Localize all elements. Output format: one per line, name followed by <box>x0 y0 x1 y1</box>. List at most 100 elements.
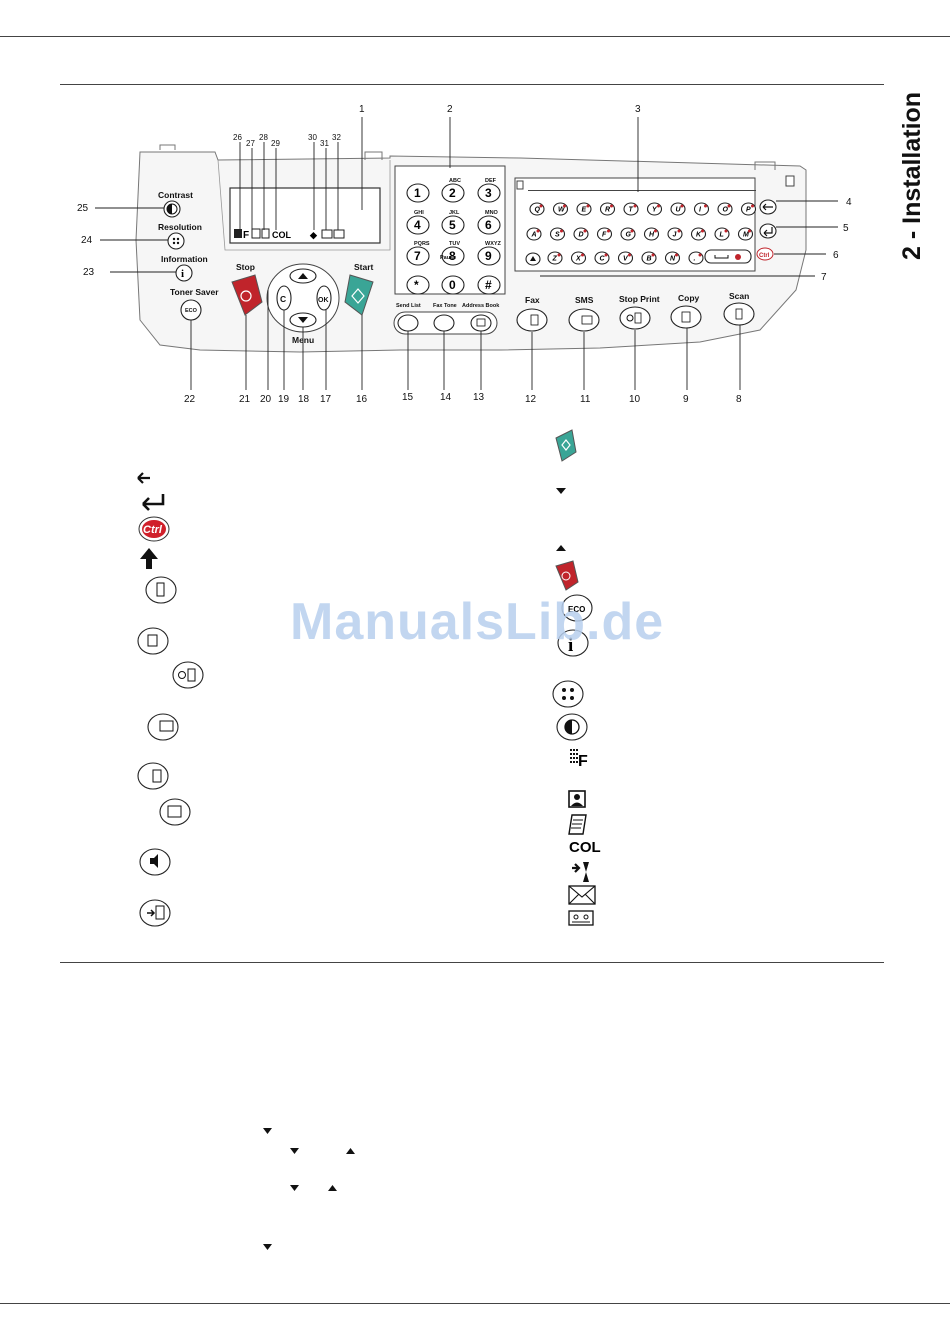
svg-text:F: F <box>578 753 588 770</box>
svg-text:Address Book: Address Book <box>462 303 500 309</box>
kbd-key-o[interactable]: O <box>717 202 733 216</box>
svg-text:B: B <box>647 256 652 263</box>
svg-text:ABC: ABC <box>449 178 461 184</box>
svg-text:MNO: MNO <box>485 210 499 216</box>
svg-text:GHI: GHI <box>414 210 424 216</box>
backspace-icon <box>137 472 150 484</box>
svg-text:DEF: DEF <box>485 178 497 184</box>
kbd-key-s[interactable]: S <box>549 227 566 241</box>
lcd-col: COL <box>272 230 292 240</box>
information-button[interactable] <box>175 264 193 282</box>
enter-key[interactable] <box>759 223 777 239</box>
keypad-key-0[interactable]: 0 <box>441 275 465 295</box>
contrast-label: Contrast <box>158 190 193 200</box>
callout-16: 16 <box>356 394 368 405</box>
kbd-key-z[interactable]: Z <box>547 251 563 265</box>
kbd-key-f[interactable]: F <box>596 227 613 241</box>
svg-text:6: 6 <box>485 218 492 232</box>
kbd-key-p[interactable]: P <box>740 202 757 216</box>
svg-text:#: # <box>485 278 492 292</box>
fax-tone-button[interactable] <box>433 314 455 332</box>
start-icon <box>555 429 577 462</box>
svg-text:8: 8 <box>449 249 456 263</box>
resolution-button[interactable] <box>167 232 185 250</box>
svg-text:Z: Z <box>552 256 558 263</box>
keypad-key-star[interactable]: * <box>406 275 430 295</box>
svg-text:A: A <box>531 232 537 239</box>
kbd-key-d[interactable]: D <box>573 227 589 241</box>
mail-icon <box>568 885 596 905</box>
kbd-key-r[interactable]: R <box>599 202 616 216</box>
svg-text:R: R <box>605 207 610 214</box>
callout-30: 30 <box>308 133 317 142</box>
svg-text:P: P <box>746 207 751 214</box>
kbd-key-t[interactable]: T <box>623 202 639 216</box>
kbd-key-m[interactable]: M <box>737 227 754 241</box>
photo-icon <box>568 790 586 808</box>
answering-machine-icon <box>568 910 594 926</box>
kbd-key-e[interactable]: E <box>576 202 592 216</box>
send-list-button[interactable] <box>397 314 419 332</box>
svg-text:S: S <box>555 232 560 239</box>
callout-5: 5 <box>843 223 849 234</box>
kbd-key-a[interactable]: A <box>526 227 542 241</box>
kbd-key-l[interactable]: L <box>714 227 730 241</box>
svg-text:◆: ◆ <box>309 230 318 240</box>
keypad-key-3[interactable]: 3 DEF <box>477 178 501 203</box>
svg-text:Copy: Copy <box>678 293 700 303</box>
kbd-key-i[interactable]: I <box>693 202 710 216</box>
callout-11: 11 <box>580 394 591 405</box>
callout-22: 22 <box>184 394 196 405</box>
kbd-key-w[interactable]: W <box>552 202 569 216</box>
up-arrow-icon <box>556 545 566 551</box>
kbd-key-dot[interactable]: . <box>688 251 704 265</box>
kbd-key-q[interactable]: Q <box>529 202 545 216</box>
keypad-key-1[interactable]: 1 <box>406 183 430 203</box>
line-icon <box>572 862 589 882</box>
keypad-key-hash[interactable]: # <box>477 275 501 295</box>
callout-14: 14 <box>440 392 452 403</box>
keypad-key-8[interactable]: 8 TUV <box>441 241 465 266</box>
ok-button[interactable] <box>316 285 332 311</box>
kbd-key-x[interactable]: X <box>570 251 587 265</box>
kbd-key-v[interactable]: V <box>617 251 634 265</box>
kbd-key-n[interactable]: N <box>664 251 681 265</box>
keypad-key-6[interactable]: 6 MNO <box>477 210 501 235</box>
svg-text:C: C <box>280 294 286 304</box>
kbd-key-u[interactable]: U <box>670 202 686 216</box>
kbd-key-g[interactable]: G <box>620 227 636 241</box>
bottom-arrows <box>263 1128 355 1250</box>
ctrl-key[interactable] <box>756 247 774 261</box>
svg-text:TUV: TUV <box>449 241 460 247</box>
svg-text:5: 5 <box>449 218 456 232</box>
callout-8: 8 <box>736 394 742 405</box>
callout-10: 10 <box>629 394 641 405</box>
callout-1: 1 <box>359 104 365 115</box>
fine-resolution-icon: F <box>570 749 588 770</box>
kbd-key-h[interactable]: H <box>643 227 660 241</box>
resolution-label: Resolution <box>158 222 202 232</box>
svg-text:1: 1 <box>414 186 421 200</box>
callout-25: 25 <box>77 203 89 214</box>
stop-button[interactable] <box>231 274 263 316</box>
kbd-key-c[interactable]: C <box>594 251 610 265</box>
color-mode-label: COL <box>569 839 601 856</box>
kbd-key-b[interactable]: B <box>641 251 657 265</box>
kbd-key-j[interactable]: J <box>667 227 683 241</box>
svg-text:X: X <box>575 256 582 263</box>
svg-text:Send List: Send List <box>396 303 421 309</box>
callout-32: 32 <box>332 133 341 142</box>
callout-17: 17 <box>320 394 332 405</box>
svg-text:Ctrl: Ctrl <box>759 253 770 259</box>
kbd-key-y[interactable]: Y <box>646 202 663 216</box>
kbd-key-k[interactable]: K <box>690 227 707 241</box>
svg-text:3: 3 <box>485 186 492 200</box>
section-rule-bottom <box>60 962 884 963</box>
callout-9: 9 <box>683 394 689 405</box>
